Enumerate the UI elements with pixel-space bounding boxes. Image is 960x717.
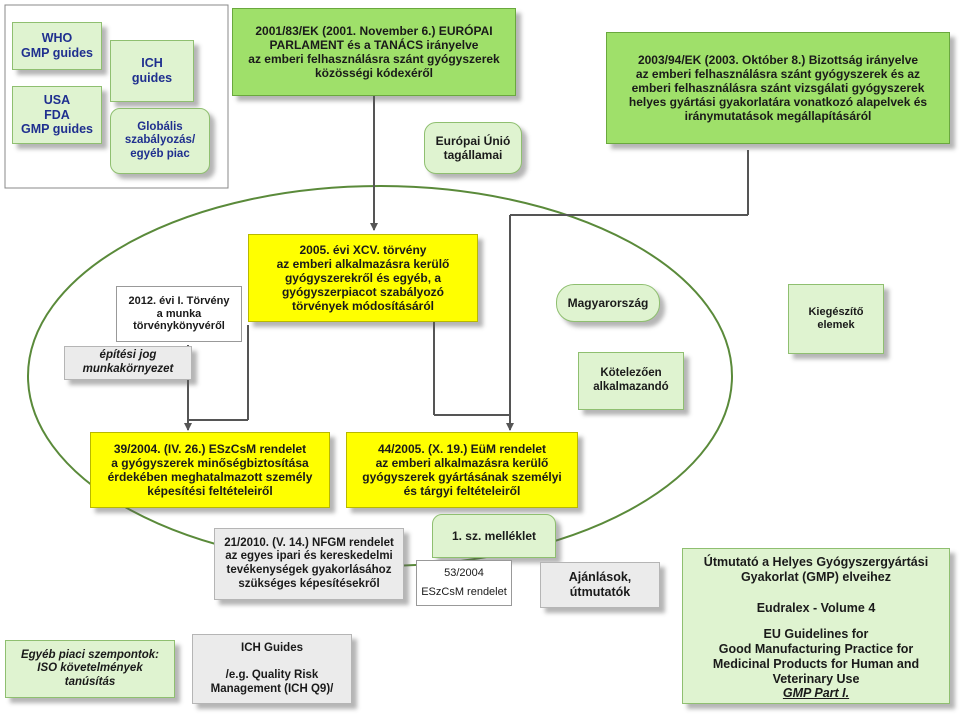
recommendations-box: Ajánlások, útmutatók bbox=[540, 562, 660, 608]
decree-53-number: 53/2004 bbox=[444, 567, 484, 580]
supplementary-elements-box: Kiegészítő elemek bbox=[788, 284, 884, 354]
law-2005-box: 2005. évi XCV. törvény az emberi alkalma… bbox=[248, 234, 478, 322]
gmp-guide-box: Útmutató a Helyes Gyógyszergyártási Gyak… bbox=[682, 548, 950, 704]
usa-fda-box: USA FDA GMP guides bbox=[12, 86, 102, 144]
hungary-box: Magyarország bbox=[556, 284, 660, 322]
labour-code-2012-box: 2012. évi I. Törvény a munka törvényköny… bbox=[116, 286, 242, 342]
gmp-part-label: GMP Part I. bbox=[782, 686, 850, 701]
decree-39-2004-box: 39/2004. (IV. 26.) ESzCsM rendelet a gyó… bbox=[90, 432, 330, 508]
other-market-aspects-box: Egyéb piaci szempontok: ISO követelménye… bbox=[5, 640, 175, 698]
ich-guides-box: ICH guides bbox=[110, 40, 194, 102]
eudralex-title: Eudralex - Volume 4 bbox=[756, 600, 876, 615]
who-gmp-box: WHO GMP guides bbox=[12, 22, 102, 70]
eu-guidelines-text: EU Guidelines for Good Manufacturing Pra… bbox=[712, 627, 920, 686]
annex-1-box: 1. sz. melléklet bbox=[432, 514, 556, 558]
ich-q9-text: ICH Guides /e.g. Quality Risk Management… bbox=[210, 641, 334, 695]
mandatory-box: Kötelezően alkalmazandó bbox=[578, 352, 684, 410]
construction-law-box: építési jog munkakörnyezet bbox=[64, 346, 192, 380]
eu-directive-2003-box: 2003/94/EK (2003. Október 8.) Bizottság … bbox=[606, 32, 950, 144]
decree-53-2004-box: 53/2004 ESzCsM rendelet bbox=[416, 560, 512, 606]
decree-53-type: ESzCsM rendelet bbox=[421, 586, 507, 598]
global-regulation-box: Globális szabályozás/ egyéb piac bbox=[110, 108, 210, 174]
eu-directive-2001-box: 2001/83/EK (2001. November 6.) EURÓPAI P… bbox=[232, 8, 516, 96]
global-frame bbox=[4, 4, 229, 189]
ich-q9-box: ICH Guides /e.g. Quality Risk Management… bbox=[192, 634, 352, 704]
decree-44-2005-box: 44/2005. (X. 19.) EüM rendelet az emberi… bbox=[346, 432, 578, 508]
decree-21-2010-box: 21/2010. (V. 14.) NFGM rendelet az egyes… bbox=[214, 528, 404, 600]
gmp-guide-title: Útmutató a Helyes Gyógyszergyártási Gyak… bbox=[703, 555, 929, 584]
eu-member-states-box: Európai Únió tagállamai bbox=[424, 122, 522, 174]
